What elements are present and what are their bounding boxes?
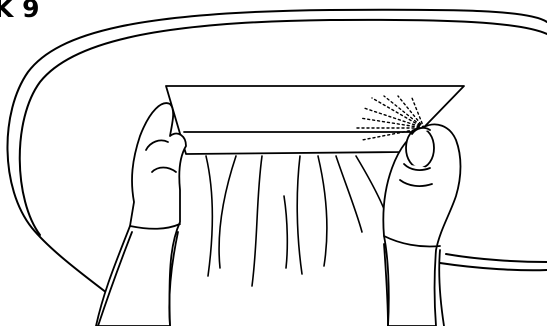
fabric-drape — [206, 156, 386, 286]
table-outline — [7, 10, 547, 326]
right-hand — [383, 124, 460, 326]
